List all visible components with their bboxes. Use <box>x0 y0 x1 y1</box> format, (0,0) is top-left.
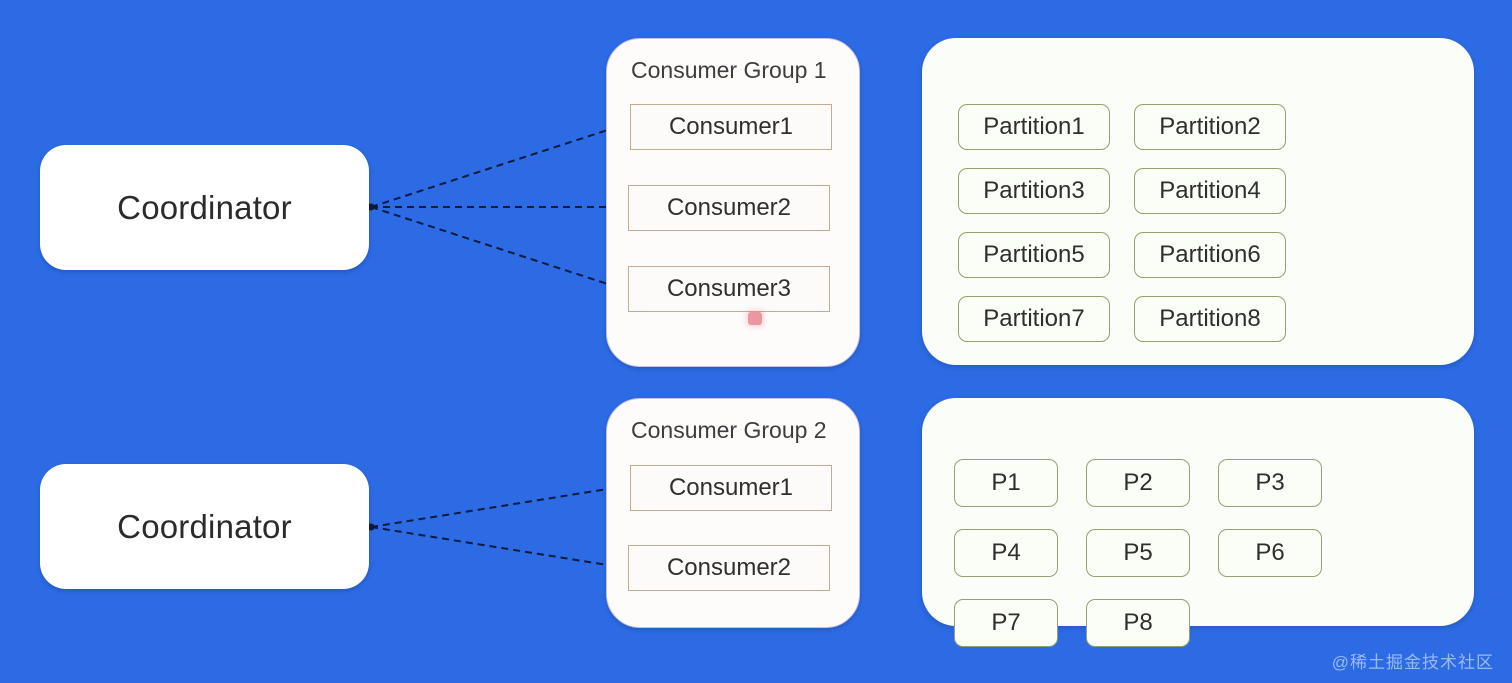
partition-label: Partition7 <box>983 305 1085 332</box>
partition-box[interactable]: P1 <box>954 459 1058 507</box>
partition-box[interactable]: Partition4 <box>1134 168 1286 214</box>
partition-label: Partition1 <box>983 113 1085 140</box>
coordinator-label-2: Coordinator <box>117 507 292 545</box>
partition-label: Partition4 <box>1159 177 1261 204</box>
partition-box[interactable]: P3 <box>1218 459 1322 507</box>
partition-grid-1: Partition1 Partition2 Partition3 Partiti… <box>958 104 1446 342</box>
partition-box[interactable]: P6 <box>1218 529 1322 577</box>
partition-box[interactable]: P7 <box>954 599 1058 647</box>
consumer-box-group1-consumer1[interactable]: Consumer1 <box>630 104 832 150</box>
red-marker-icon <box>748 312 762 325</box>
consumer-box-group2-consumer2[interactable]: Consumer2 <box>628 545 830 591</box>
partition-grid-2: P1 P2 P3 P4 P5 P6 P7 P8 <box>954 459 1446 647</box>
partition-panel-2: P1 P2 P3 P4 P5 P6 P7 P8 <box>922 398 1474 647</box>
partition-label: P8 <box>1123 609 1153 636</box>
consumer-box-group1-consumer3[interactable]: Consumer3 <box>628 266 830 312</box>
partition-label: P4 <box>991 539 1021 566</box>
partition-box[interactable]: Partition7 <box>958 296 1110 342</box>
partition-label: Partition8 <box>1159 305 1261 332</box>
partition-box[interactable]: P5 <box>1086 529 1190 577</box>
consumer-group-title-1: Consumer Group 1 <box>631 57 827 83</box>
partition-label: P5 <box>1123 539 1153 566</box>
partition-label: P3 <box>1255 469 1285 496</box>
partition-label: Partition3 <box>983 177 1085 204</box>
coordinator-label-1: Coordinator <box>117 188 292 226</box>
partition-box[interactable]: Partition8 <box>1134 296 1286 342</box>
consumer-box-group1-consumer2[interactable]: Consumer2 <box>628 185 830 231</box>
arrow-coordinator1-to-consumer3 <box>370 206 621 290</box>
arrow-coordinator2-to-consumer1 <box>370 484 621 528</box>
partition-label: P7 <box>991 609 1021 636</box>
consumer-box-group2-consumer1[interactable]: Consumer1 <box>630 465 832 511</box>
partition-box[interactable]: Partition3 <box>958 168 1110 214</box>
partition-box[interactable]: Partition5 <box>958 232 1110 278</box>
partition-label: P2 <box>1123 469 1153 496</box>
consumer-group-container-2[interactable]: Consumer Group 2 <box>606 398 860 628</box>
arrow-coordinator2-to-consumer2 <box>370 526 621 570</box>
partition-label: Partition5 <box>983 241 1085 268</box>
partition-box[interactable]: Partition2 <box>1134 104 1286 150</box>
consumer-label: Consumer1 <box>668 113 794 140</box>
partition-box[interactable]: P8 <box>1086 599 1190 647</box>
partition-label: P6 <box>1255 539 1285 566</box>
watermark: @稀土掘金技术社区 <box>1331 653 1494 672</box>
consumer-group-title-2: Consumer Group 2 <box>631 417 827 443</box>
partition-box[interactable]: Partition1 <box>958 104 1110 150</box>
partition-box[interactable]: P4 <box>954 529 1058 577</box>
arrow-coordinator1-to-consumer1 <box>370 124 621 208</box>
coordinator-box-1[interactable]: Coordinator <box>40 145 369 270</box>
consumer-label: Consumer1 <box>668 474 794 501</box>
partition-label: Partition6 <box>1159 241 1261 268</box>
consumer-label: Consumer2 <box>666 194 792 221</box>
partition-label: P1 <box>991 469 1021 496</box>
partition-box[interactable]: P2 <box>1086 459 1190 507</box>
partition-label: Partition2 <box>1159 113 1261 140</box>
consumer-label: Consumer2 <box>666 554 792 581</box>
partition-panel-1: Partition1 Partition2 Partition3 Partiti… <box>922 38 1474 365</box>
partition-box[interactable]: Partition6 <box>1134 232 1286 278</box>
coordinator-box-2[interactable]: Coordinator <box>40 464 369 589</box>
consumer-label: Consumer3 <box>666 275 792 302</box>
